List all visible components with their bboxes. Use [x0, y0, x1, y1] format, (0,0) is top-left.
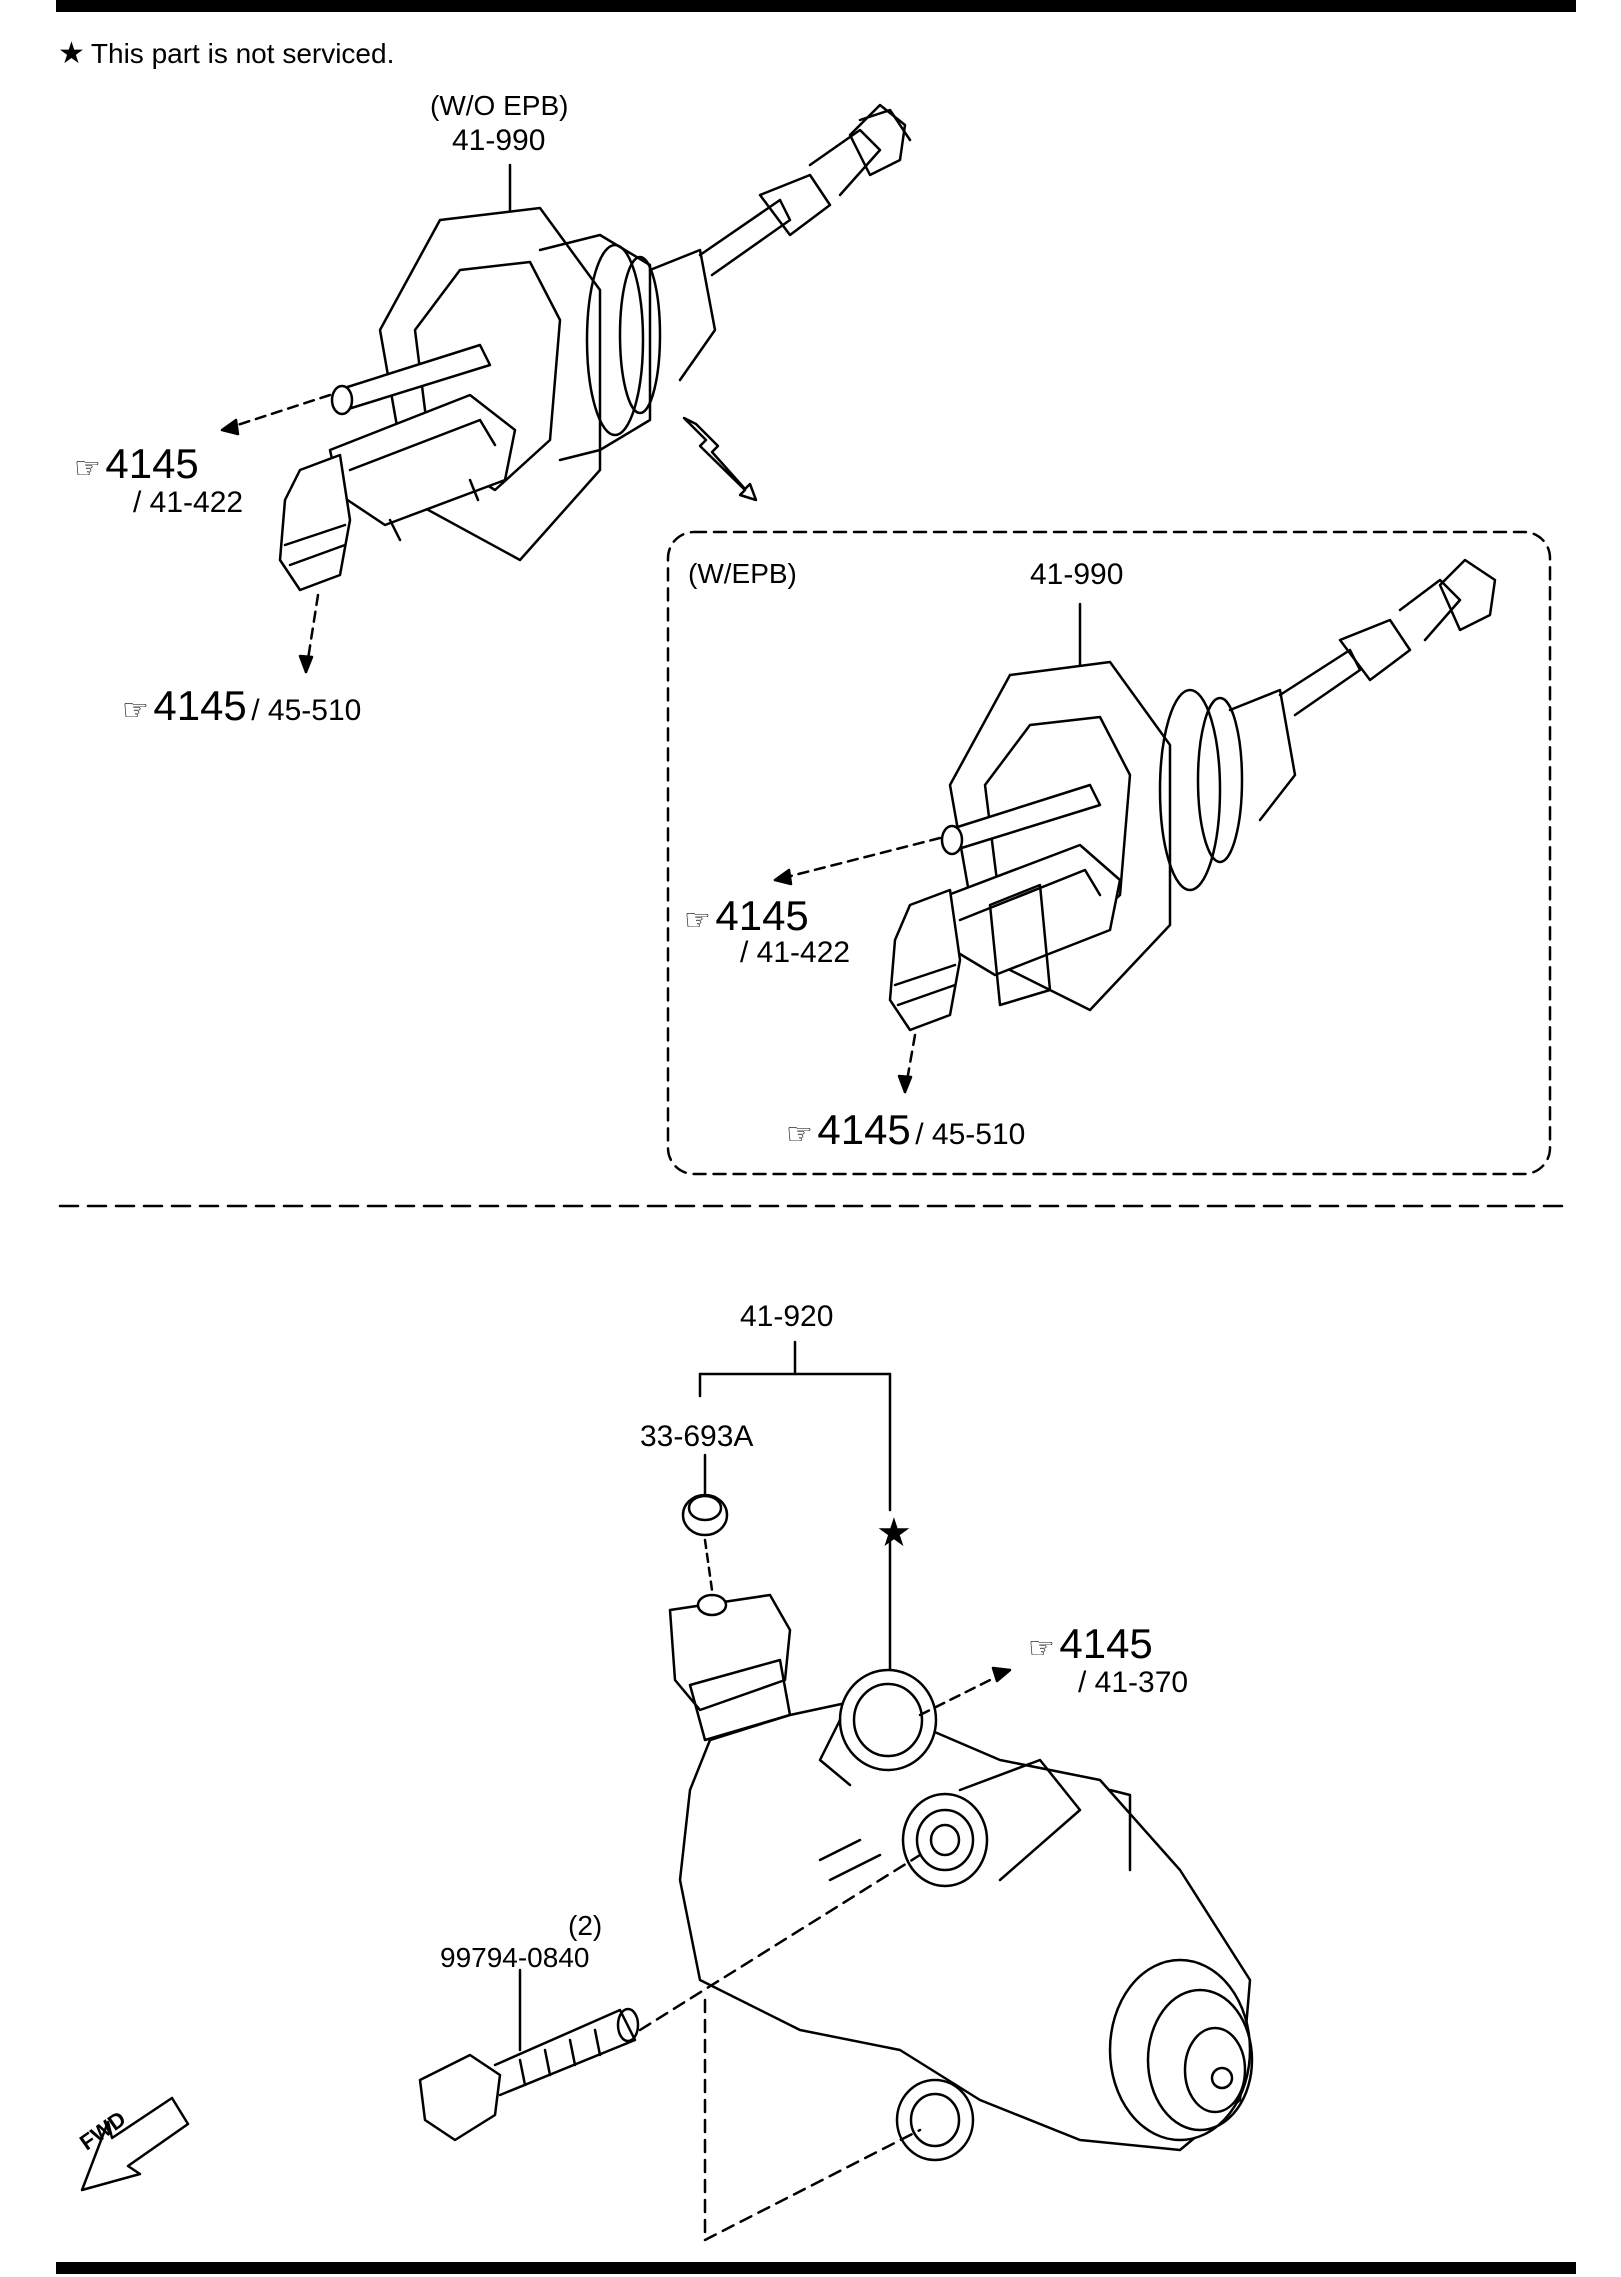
epb-part-number: 41-990: [1030, 558, 1124, 591]
upper-ref-41-422-sub: / 41-422: [133, 486, 244, 519]
not-serviced-star-icon: ★: [876, 1511, 912, 1555]
bolt-part-number: 99794-0840: [440, 1942, 590, 1973]
epb-ref-41-422-sub: / 41-422: [740, 936, 851, 969]
pointing-hand-icon: ☞: [74, 452, 101, 485]
not-serviced-note: ★This part is not serviced.: [58, 36, 394, 71]
fwd-arrow-icon: [80, 2096, 190, 2192]
top-border: [56, 0, 1576, 12]
upper-variant-label: (W/O EPB): [430, 90, 569, 121]
bottom-border: [56, 2262, 1576, 2274]
pointing-hand-icon: ☞: [1028, 1632, 1055, 1665]
pointing-hand-icon: ☞: [684, 904, 711, 937]
epb-ref-41-422[interactable]: ☞ 4145: [684, 892, 809, 940]
clutch-release-cylinder: [418, 1340, 1254, 2242]
epb-ref-45-510[interactable]: ☞ 4145 / 45-510: [786, 1106, 1025, 1154]
upper-ref-41-422[interactable]: ☞ 4145: [74, 440, 199, 488]
lower-ref-sub: / 41-370: [1078, 1666, 1189, 1699]
epb-variant-label: (W/EPB): [688, 558, 797, 589]
clutch-master-cylinder-upper: [220, 103, 912, 674]
ref-number: 4145: [1059, 1620, 1153, 1667]
ref-number: 4145: [153, 682, 247, 729]
clutch-master-cylinder-epb: [773, 558, 1497, 1094]
upper-ref-45-510[interactable]: ☞ 4145 / 45-510: [122, 682, 361, 730]
lower-ref-41-370[interactable]: ☞ 4145: [1028, 1620, 1153, 1668]
star-icon: ★: [58, 37, 85, 70]
pointing-hand-icon: ☞: [786, 1118, 813, 1151]
ref-sub: / 45-510: [251, 694, 362, 727]
ref-number: 4145: [715, 892, 809, 939]
assembly-part-number: 41-920: [740, 1300, 834, 1333]
pointing-hand-icon: ☞: [122, 694, 149, 727]
cap-part-number: 33-693A: [640, 1420, 754, 1453]
upper-part-number: 41-990: [452, 124, 546, 157]
ref-number: 4145: [817, 1106, 911, 1153]
ref-number: 4145: [105, 440, 199, 487]
ref-sub: / 45-510: [915, 1118, 1026, 1151]
bolt-quantity: (2): [568, 1910, 603, 1941]
note-text: This part is not serviced.: [90, 38, 395, 69]
